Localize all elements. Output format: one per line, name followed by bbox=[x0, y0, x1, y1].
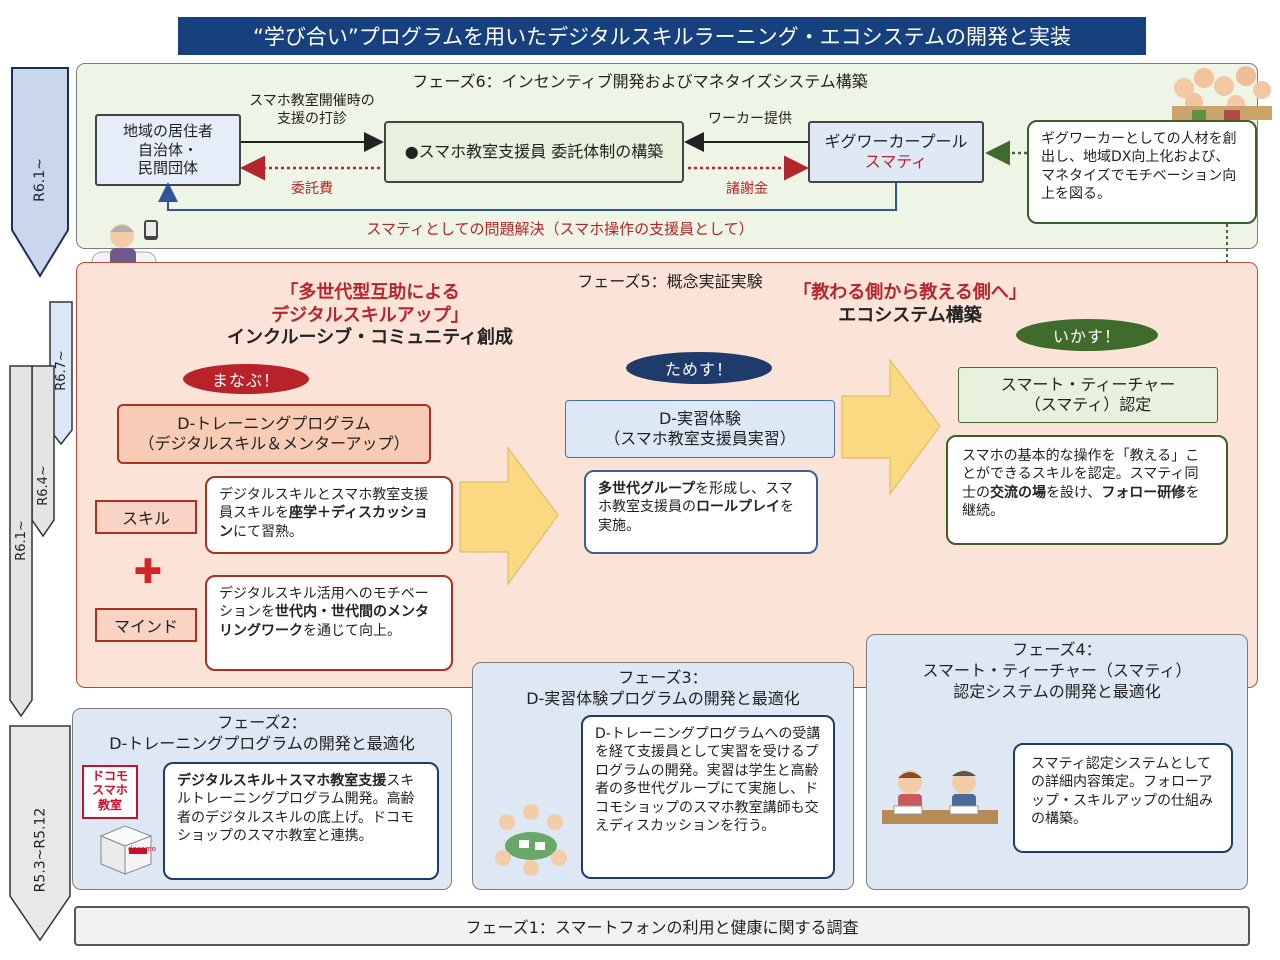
smartie-cert-box: スマート・ティーチャー （スマティ）認定 bbox=[958, 367, 1218, 423]
fee-label: 委託費 bbox=[291, 181, 333, 197]
phase4-header-line-2: スマート・ティーチャー（スマティ） bbox=[922, 660, 1192, 680]
flow-arrow-2 bbox=[841, 358, 941, 496]
smartie-line-2: （スマティ）認定 bbox=[1024, 395, 1152, 414]
residents-line-2: 自治体・ bbox=[137, 140, 198, 159]
inclusive-heading-line-2: デジタルスキルアップ」 bbox=[271, 304, 469, 326]
mind-note-text-2: を通じて向上。 bbox=[303, 622, 401, 639]
mind-note-bold: 世代内・世代間のメンタリングワーク bbox=[219, 604, 429, 639]
inclusive-heading: 「多世代型互助による デジタルスキルアップ」 インクルーシブ・コミュニティ創成 bbox=[160, 282, 580, 350]
docomo-smartphone-class-logo: ドコモ スマホ 教室 bbox=[82, 765, 138, 819]
smartie-note-bold-2: フォロー研修 bbox=[1101, 484, 1186, 501]
dtraining-box: D-トレーニングプログラム （デジタルスキル＆メンターアップ） bbox=[117, 404, 431, 464]
phase4-header: フェーズ4： スマート・ティーチャー（スマティ） 認定システムの開発と最適化 bbox=[870, 640, 1244, 702]
consult-label-line-2: 支援の打診 bbox=[277, 111, 347, 128]
phase3-header-line-1: フェーズ3： bbox=[618, 668, 708, 687]
flow-arrow-1 bbox=[459, 446, 559, 586]
phase6-header: フェーズ6：インセンティブ開発およびマネタイズシステム構築 bbox=[412, 72, 868, 91]
logo-line-2: スマホ bbox=[92, 783, 128, 798]
smartie-note-bold-1: 交流の場 bbox=[990, 484, 1046, 501]
skill-tag: スキル bbox=[95, 500, 197, 534]
timeline-arrows bbox=[9, 67, 73, 942]
skill-note-bold: 座学＋ディスカッション bbox=[219, 505, 429, 540]
problem-solving-label: スマティとしての問題解決（スマホ操作の支援員として） bbox=[366, 220, 754, 238]
phase4-note: スマティ認定システムとしての詳細内容策定。フォローアップ・スキルアップの仕組みの… bbox=[1013, 743, 1233, 853]
skill-note-text-1: デジタルスキルとスマホ教室支援員スキルを bbox=[219, 487, 429, 522]
ecosystem-heading: 「教わる側から教える側へ」 エコシステム構築 bbox=[760, 282, 1060, 327]
consult-label: スマホ教室開催時の 支援の打診 bbox=[232, 92, 392, 128]
smartie-note-text-3: を継続。 bbox=[962, 484, 1200, 520]
phase2-header-line-1: フェーズ2： bbox=[217, 713, 307, 732]
djisshu-box: D-実習体験 （スマホ教室支援員実習） bbox=[565, 400, 835, 458]
mind-note: デジタルスキル活用へのモチベーションを世代内・世代間のメンタリングワークを通じて… bbox=[205, 575, 453, 671]
practice-note-text-1: を形成し、スマホ教室支援員の bbox=[598, 481, 793, 516]
dtraining-line-1: D-トレーニングプログラム bbox=[177, 414, 371, 433]
page-title: “学び合い”プログラムを用いたデジタルスキルラーニング・エコシステムの開発と実装 bbox=[178, 17, 1146, 55]
gig-worker-box: ギグワーカープール スマティ bbox=[808, 121, 984, 183]
worker-label: ワーカー提供 bbox=[708, 111, 792, 127]
skill-note: デジタルスキルとスマホ教室支援員スキルを座学＋ディスカッションにて習熟。 bbox=[205, 476, 453, 554]
phase3-note: D-トレーニングプログラムへの受講を経て支援員として実習を受けるプログラムの開発… bbox=[581, 715, 835, 879]
delegation-box: ●スマホ教室支援員 委託体制の構築 bbox=[384, 121, 684, 183]
mind-tag: マインド bbox=[95, 608, 197, 642]
timeline-arrow-r61-mid bbox=[9, 365, 33, 718]
docomo-shop-label: docomo bbox=[128, 845, 156, 853]
logo-line-1: ドコモ bbox=[91, 769, 128, 783]
inclusive-heading-line-3: インクルーシブ・コミュニティ創成 bbox=[226, 327, 514, 348]
group-discussion-icon bbox=[495, 804, 567, 876]
gig-line-2: スマティ bbox=[864, 152, 928, 171]
phase2-header-line-2: D-トレーニングプログラムの開発と最適化 bbox=[109, 733, 415, 753]
consult-label-line-1: スマホ教室開催時の bbox=[249, 93, 375, 109]
djisshu-line-2: （スマホ教室支援員実習） bbox=[604, 429, 796, 448]
phase2-note: デジタルスキル＋スマホ教室支援スキルトレーニングプログラム開発。高齢者のデジタル… bbox=[163, 762, 439, 880]
docomo-shop-icon bbox=[99, 825, 153, 875]
thanks-label: 諸謝金 bbox=[726, 181, 768, 197]
inclusive-heading-line-1: 「多世代型互助による bbox=[280, 282, 460, 303]
djisshu-line-1: D-実習体験 bbox=[658, 409, 742, 428]
ecosystem-heading-line-2: エコシステム構築 bbox=[838, 304, 982, 326]
phase2-header: フェーズ2： D-トレーニングプログラムの開発と最適化 bbox=[76, 713, 448, 755]
practice-note-bold-2: ロールプレイ bbox=[696, 499, 780, 516]
gig-line-1: ギグワーカープール bbox=[824, 132, 968, 151]
ecosystem-heading-line-1: 「教わる側から教える側へ」 bbox=[793, 282, 1027, 303]
phase5-header: フェーズ5：概念実証実験 bbox=[577, 272, 763, 291]
timeline-arrow-r61-top bbox=[11, 67, 69, 278]
dtraining-line-2: （デジタルスキル＆メンターアップ） bbox=[138, 434, 410, 453]
practice-note-text-2: を実施。 bbox=[598, 499, 794, 534]
ikasu-badge: いかす！ bbox=[1016, 319, 1158, 351]
timeline-arrow-r53 bbox=[9, 725, 71, 942]
phase3-header-line-2: D-実習体験プログラムの開発と最適化 bbox=[526, 688, 800, 708]
phase4-header-line-3: 認定システムの開発と最適化 bbox=[953, 681, 1161, 701]
plus-icon: ✚ bbox=[133, 552, 163, 592]
smartie-line-1: スマート・ティーチャー bbox=[1000, 375, 1176, 394]
smartie-note: スマホの基本的な操作を「教える」ことができるスキルを認定。スマティ同士の交流の場… bbox=[946, 435, 1228, 545]
skill-note-text-2: にて習熟。 bbox=[233, 523, 303, 540]
practice-note: 多世代グループを形成し、スマホ教室支援員のロールプレイを実施。 bbox=[584, 470, 818, 554]
gig-worker-note: ギグワーカーとしての人材を創出し、地域DX向上化および、マネタイズでモチベーショ… bbox=[1027, 120, 1257, 224]
residents-line-3: 民間団体 bbox=[137, 159, 198, 178]
smartie-note-text-1: スマホの基本的な操作を「教える」ことができるスキルを認定。スマティ同士の bbox=[962, 448, 1200, 501]
tamesu-badge: ためす！ bbox=[626, 352, 772, 384]
smartie-note-text-2: を設け、 bbox=[1046, 484, 1102, 501]
phase4-header-line-1: フェーズ4： bbox=[1012, 640, 1102, 659]
phase2-note-text: スキルトレーニングプログラム開発。高齢者のデジタルスキルの底上げ。ドコモショップ… bbox=[177, 773, 415, 845]
phase3-header: フェーズ3： D-実習体験プログラムの開発と最適化 bbox=[476, 668, 850, 710]
manabu-badge: まなぶ！ bbox=[183, 364, 309, 394]
residents-line-1: 地域の居住者 bbox=[122, 121, 213, 140]
residents-box: 地域の居住者 自治体・ 民間団体 bbox=[95, 114, 241, 186]
logo-line-3: 教室 bbox=[97, 797, 122, 812]
phase1-bar: フェーズ1：スマートフォンの利用と健康に関する調査 bbox=[74, 906, 1250, 946]
crowd-icon bbox=[1172, 66, 1272, 120]
phase2-note-bold: デジタルスキル＋スマホ教室支援 bbox=[177, 773, 387, 789]
teachers-icon bbox=[882, 770, 998, 824]
practice-note-bold-1: 多世代グループ bbox=[598, 481, 696, 497]
arrow-problem-solving bbox=[158, 182, 897, 211]
mind-note-text-1: デジタルスキル活用へのモチベーションを bbox=[219, 586, 429, 621]
